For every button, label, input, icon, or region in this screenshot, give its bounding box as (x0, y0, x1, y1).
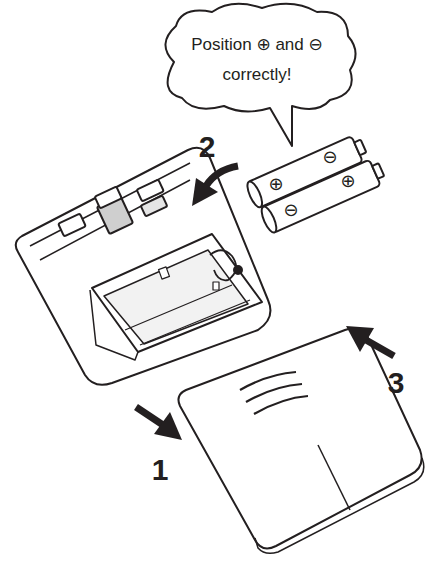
remote-control (16, 148, 271, 385)
motion-arrows (136, 166, 394, 440)
polarity-mark: ⊕ (268, 175, 283, 193)
battery-cover (178, 328, 423, 553)
polarity-mark: ⊖ (322, 148, 337, 166)
batteries (244, 133, 387, 234)
polarity-mark: ⊖ (283, 201, 298, 219)
step-number: 2 (199, 132, 216, 162)
bubble-text: Position ⊕ and ⊖ correctly! (188, 30, 326, 90)
step-number: 1 (152, 455, 169, 485)
speech-bubble: Position ⊕ and ⊖ correctly! (152, 0, 362, 150)
polarity-mark: ⊕ (340, 172, 355, 190)
step-number: 3 (388, 368, 405, 398)
